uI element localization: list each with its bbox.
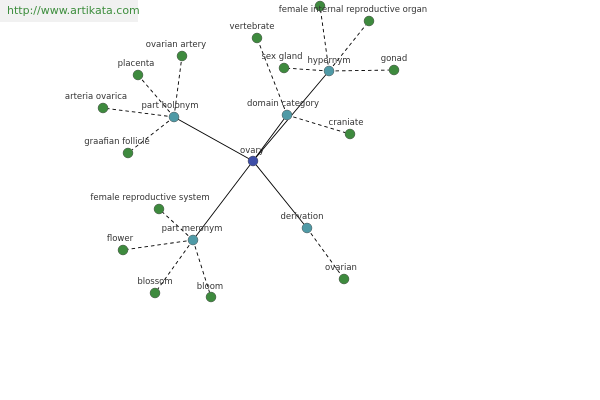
word-label-arteria-ovarica[interactable]: arteria ovarica (65, 92, 127, 102)
relation-label-domain-category[interactable]: domain category (247, 99, 319, 109)
word-node-female-internal-reproductive-organ[interactable] (363, 15, 375, 27)
relation-node-part-meronym[interactable] (187, 234, 199, 246)
edge-hypernym-female-internal-reproductive-organ-extra (319, 5, 330, 72)
word-node-flower[interactable] (117, 244, 129, 256)
edge-root-derivation (252, 160, 308, 229)
word-label-flower[interactable]: flower (107, 234, 134, 244)
word-node-craniate[interactable] (344, 128, 356, 140)
word-label-gonad[interactable]: gonad (381, 54, 408, 64)
word-label-female-reproductive-system[interactable]: female reproductive system (90, 193, 209, 203)
graph-nodes (97, 0, 400, 303)
word-node-placenta[interactable] (132, 69, 144, 81)
word-node-bloom[interactable] (205, 291, 217, 303)
word-label-sex-gland[interactable]: sex gland (262, 52, 303, 62)
edge-part-meronym-bloom (192, 239, 212, 298)
edge-hypernym-gonad (328, 69, 395, 72)
site-watermark[interactable]: http://www.artikata.com (0, 0, 140, 22)
graph-labels: ovary part holonym ovarian artery placenta a… (65, 5, 427, 292)
edge-domain-category-craniate (286, 114, 351, 135)
relation-node-domain-category[interactable] (281, 109, 293, 121)
word-node-arteria-ovarica[interactable] (97, 102, 109, 114)
edge-domain-category-vertebrate (256, 37, 288, 116)
word-label-craniate[interactable]: craniate (329, 118, 364, 128)
edge-part-meronym-flower (122, 239, 194, 251)
relation-label-part-meronym[interactable]: part meronym (162, 224, 223, 234)
root-node-label[interactable]: ovary (240, 146, 264, 156)
edge-part-holonym-placenta (137, 74, 175, 118)
word-node-female-reproductive-system[interactable] (153, 203, 165, 215)
word-label-bloom[interactable]: bloom (197, 282, 223, 292)
word-node-blossom[interactable] (149, 287, 161, 299)
word-node-graafian-follicle[interactable] (122, 147, 134, 159)
word-label-graafian-follicle[interactable]: graafian follicle (84, 137, 150, 147)
edge-root-part-holonym (173, 116, 254, 162)
word-node-female-internal-reproductive-organ-extra[interactable] (314, 0, 326, 12)
word-node-sex-gland[interactable] (278, 62, 290, 74)
relation-node-part-holonym[interactable] (168, 111, 180, 123)
edge-root-domain-category (252, 114, 288, 162)
word-node-gonad[interactable] (388, 64, 400, 76)
edge-hypernym-sex-gland (283, 67, 330, 72)
edge-root-part-meronym (192, 160, 254, 241)
relation-node-derivation[interactable] (301, 222, 313, 234)
edge-derivation-ovarian (306, 227, 345, 280)
relation-label-hypernym[interactable]: hypernym (307, 56, 350, 66)
relation-node-hypernym[interactable] (323, 65, 335, 77)
word-node-ovarian[interactable] (338, 273, 350, 285)
edge-part-holonym-graafian-follicle (127, 116, 175, 154)
graph-edges (102, 5, 395, 298)
word-label-ovarian[interactable]: ovarian (325, 263, 357, 273)
root-node[interactable] (247, 155, 259, 167)
edge-part-meronym-blossom (154, 239, 194, 294)
edge-part-meronym-female-reproductive-system (158, 208, 194, 241)
word-label-vertebrate[interactable]: vertebrate (230, 22, 275, 32)
word-label-blossom[interactable]: blossom (137, 277, 172, 287)
word-node-vertebrate[interactable] (251, 32, 263, 44)
word-label-ovarian-artery[interactable]: ovarian artery (146, 40, 206, 50)
word-node-ovarian-artery[interactable] (176, 50, 188, 62)
relation-label-derivation[interactable]: derivation (280, 212, 323, 222)
edge-hypernym-female-internal-reproductive-organ (328, 20, 370, 72)
word-label-female-internal-reproductive-organ[interactable]: female internal reproductive organ (279, 5, 427, 15)
edge-part-holonym-arteria-ovarica (102, 107, 175, 118)
relation-label-part-holonym[interactable]: part holonym (142, 101, 199, 111)
word-label-placenta[interactable]: placenta (118, 59, 155, 69)
